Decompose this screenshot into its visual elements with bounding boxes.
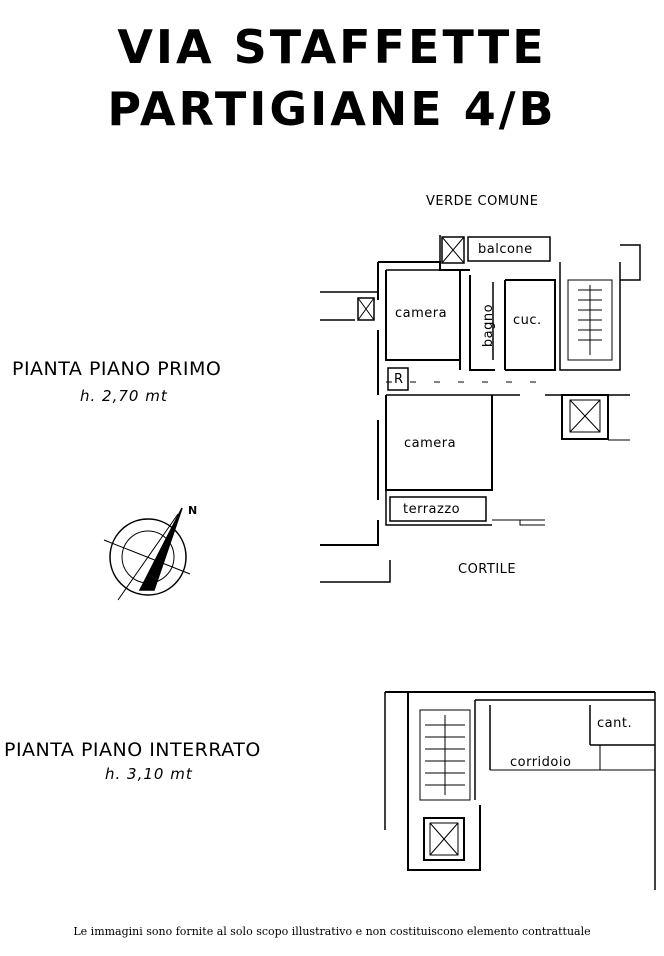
label-balcone: balcone [478,242,533,257]
label-ripostiglio: R [394,372,404,387]
first-floor-title: PIANTA PIANO PRIMO [12,358,222,380]
page-title-line-2: PARTIGIANE 4/B [107,82,557,136]
label-cucina: cuc. [513,313,542,328]
label-camera-bottom: camera [404,436,457,451]
label-cantina: cant. [597,716,633,731]
label-cortile: CORTILE [458,562,517,577]
label-bagno: bagno [481,303,497,348]
basement-title: PIANTA PIANO INTERRATO [4,739,261,761]
label-verde-comune: VERDE COMUNE [426,194,539,209]
basement-plan [384,691,656,890]
label-camera-top: camera [395,306,448,321]
first-floor-height: h. 2,70 mt [80,387,168,405]
disclaimer-note: Le immagini sono fornite al solo scopo i… [73,925,591,938]
compass-rose [103,507,191,601]
first-floor-plan [320,235,641,583]
compass-north-label: N [188,504,198,517]
label-corridoio: corridoio [510,755,572,770]
label-terrazzo: terrazzo [403,502,461,517]
page-title-line-1: VIA STAFFETTE [117,20,547,74]
basement-height: h. 3,10 mt [105,765,193,783]
